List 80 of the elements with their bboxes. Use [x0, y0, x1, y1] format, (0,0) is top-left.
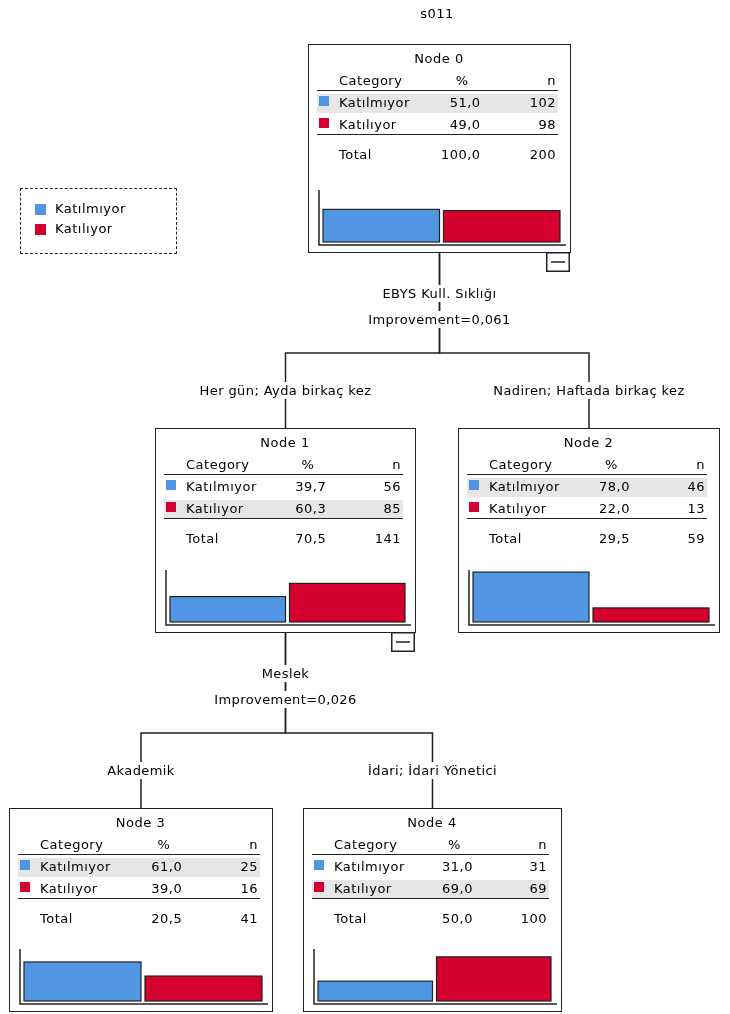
- category-label: Katılıyor: [489, 501, 547, 517]
- edge-label: Her gün; Ayda birkaç kez: [197, 381, 374, 399]
- split-label: Improvement=0,026: [212, 691, 359, 708]
- category-label: Katılıyor: [186, 501, 244, 517]
- count-value: 31: [529, 859, 547, 875]
- category-label: Katılmıyor: [186, 479, 257, 495]
- category-label: Katılmıyor: [40, 859, 111, 875]
- count-value: 141: [374, 531, 401, 547]
- legend-label: Katılıyor: [55, 221, 113, 237]
- category-label: Total: [186, 531, 219, 547]
- column-header: %: [605, 457, 618, 473]
- percent-value: 29,5: [598, 531, 630, 547]
- column-header: %: [455, 73, 469, 89]
- tree-node-box: [308, 44, 571, 253]
- count-value: 59: [687, 531, 705, 547]
- percent-value: 20,5: [151, 911, 183, 927]
- chart-title: s011: [419, 6, 455, 22]
- count-value: 41: [240, 911, 258, 927]
- column-header: n: [392, 457, 401, 473]
- percent-value: 39,0: [151, 881, 183, 897]
- percent-value: 78,0: [598, 479, 630, 495]
- category-label: Katılıyor: [40, 881, 98, 897]
- split-label: Improvement=0,061: [366, 311, 513, 328]
- edge-label: Nadiren; Haftada birkaç kez: [491, 381, 687, 399]
- count-value: 100: [520, 911, 547, 927]
- count-value: 56: [383, 479, 401, 495]
- category-label: Katılmıyor: [339, 95, 410, 111]
- column-header: n: [538, 837, 547, 853]
- count-value: 85: [383, 501, 401, 517]
- column-header: %: [301, 457, 315, 473]
- percent-value: 60,3: [295, 501, 327, 517]
- count-value: 102: [529, 95, 556, 111]
- node-title: Node 3: [114, 815, 167, 831]
- edge-label: Akademik: [105, 761, 177, 779]
- tree-node-box: [303, 808, 562, 1012]
- count-value: 200: [529, 147, 556, 163]
- count-value: 98: [538, 117, 556, 133]
- category-label: Katılmıyor: [489, 479, 560, 495]
- count-value: 69: [529, 881, 547, 897]
- column-header: n: [547, 73, 556, 89]
- node-title: Node 0: [413, 51, 465, 67]
- edge-label: İdari; İdari Yönetici: [366, 761, 499, 779]
- tree-node-box: [9, 808, 273, 1012]
- category-label: Katılıyor: [334, 881, 392, 897]
- percent-value: 31,0: [442, 859, 473, 875]
- count-value: 16: [240, 881, 258, 897]
- percent-value: 22,0: [598, 501, 630, 517]
- count-value: 46: [687, 479, 705, 495]
- category-label: Total: [334, 911, 367, 927]
- column-header: Category: [489, 457, 553, 473]
- column-header: %: [157, 837, 171, 853]
- node-title: Node 1: [259, 435, 311, 451]
- tree-node-box: [458, 428, 720, 633]
- column-header: Category: [186, 457, 250, 473]
- connector-line: [284, 632, 434, 809]
- percent-value: 70,5: [295, 531, 327, 547]
- category-label: Total: [339, 147, 372, 163]
- node-title: Node 4: [406, 815, 458, 831]
- category-label: Total: [40, 911, 73, 927]
- category-label: Katılmıyor: [334, 859, 405, 875]
- category-label: Total: [489, 531, 522, 547]
- column-header: Category: [40, 837, 104, 853]
- percent-value: 39,7: [295, 479, 327, 495]
- percent-value: 61,0: [151, 859, 183, 875]
- tree-node-box: [155, 428, 416, 633]
- column-header: n: [696, 457, 705, 473]
- percent-value: 100,0: [440, 147, 481, 163]
- percent-value: 69,0: [442, 881, 473, 897]
- count-value: 13: [687, 501, 705, 517]
- count-value: 25: [240, 859, 258, 875]
- legend-label: Katılmıyor: [55, 201, 126, 217]
- category-label: Katılıyor: [339, 117, 397, 133]
- node-title: Node 2: [562, 435, 615, 451]
- percent-value: 50,0: [442, 911, 473, 927]
- percent-value: 49,0: [449, 117, 481, 133]
- percent-value: 51,0: [449, 95, 481, 111]
- column-header: Category: [334, 837, 398, 853]
- column-header: Category: [339, 73, 403, 89]
- column-header: %: [448, 837, 461, 853]
- column-header: n: [249, 837, 258, 853]
